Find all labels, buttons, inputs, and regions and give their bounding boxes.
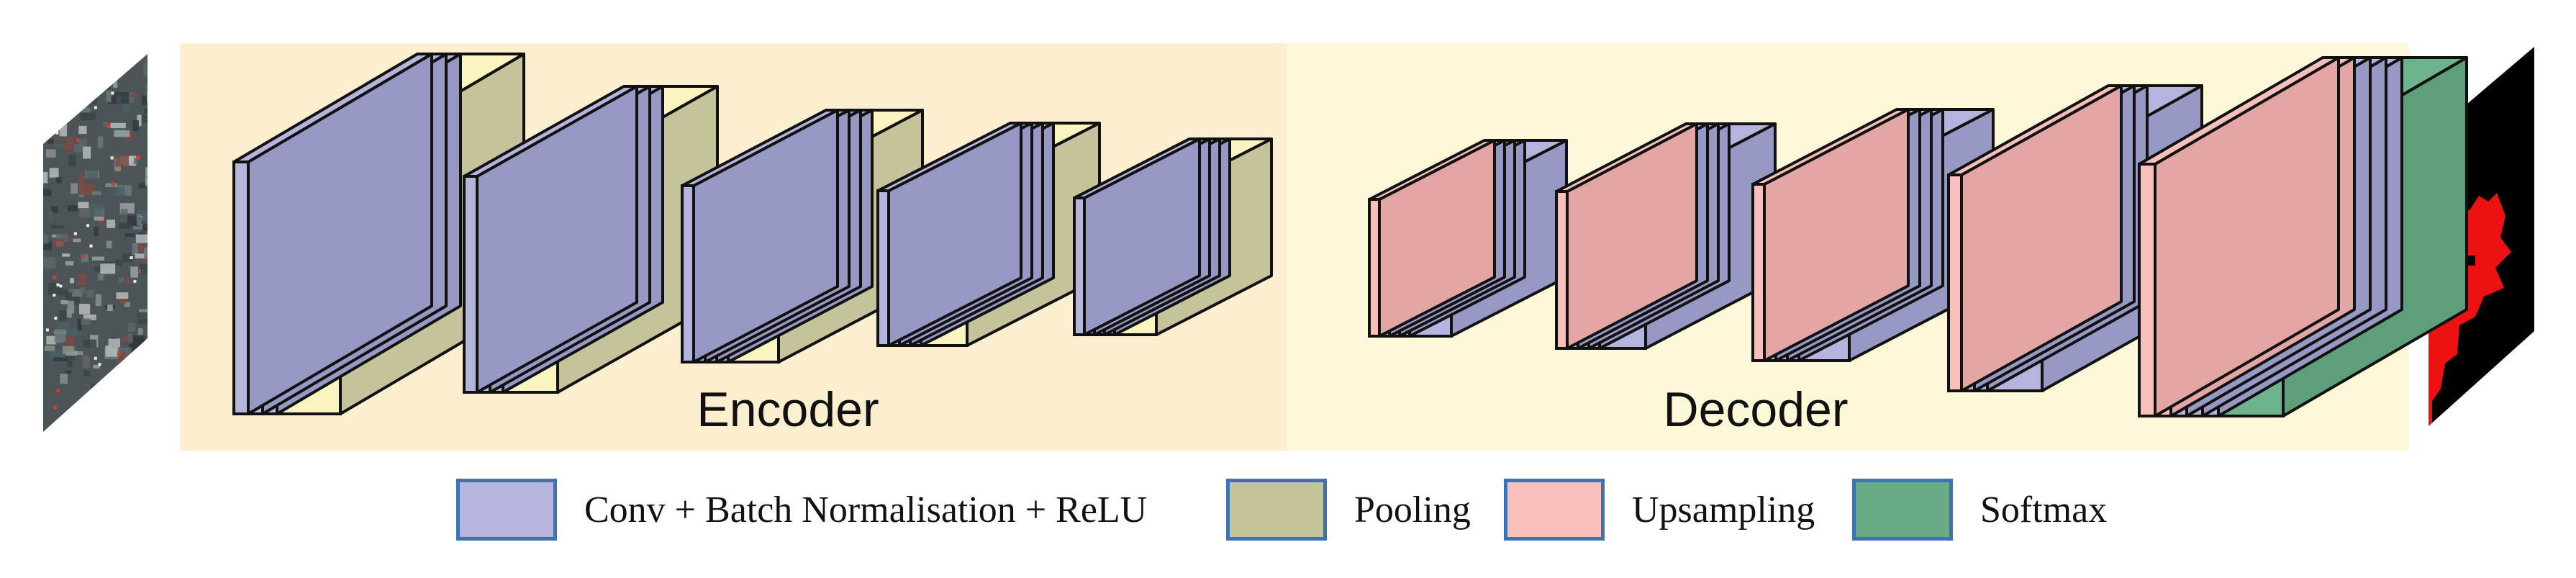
encoder-block-5 bbox=[1073, 137, 1273, 336]
legend-swatch-pooling bbox=[1226, 479, 1327, 541]
decoder-block-1 bbox=[1368, 139, 1568, 338]
encoder-block-1 bbox=[232, 53, 525, 415]
satellite-image-icon bbox=[43, 54, 148, 432]
decoder-block-3-layer-1-up bbox=[1751, 183, 1766, 362]
encoder-block-1-layer-1-conv bbox=[232, 161, 250, 415]
legend-item-upsampling: Upsampling bbox=[1504, 474, 1815, 546]
encoder-block-2 bbox=[463, 85, 719, 394]
legend-item-softmax: Softmax bbox=[1852, 474, 2107, 546]
encoder-block-5-layer-1-conv bbox=[1073, 197, 1086, 336]
legend-item-conv: Conv + Batch Normalisation + ReLU bbox=[456, 474, 1147, 546]
encoder-block-4 bbox=[876, 122, 1101, 347]
decoder-block-2-layer-1-up bbox=[1555, 190, 1569, 350]
encoder-block-3-layer-1-conv bbox=[681, 184, 695, 363]
legend-label-upsampling: Upsampling bbox=[1632, 489, 1815, 530]
decoder-block-2 bbox=[1555, 122, 1777, 350]
legend-label-conv: Conv + Batch Normalisation + ReLU bbox=[584, 489, 1148, 530]
encoder-label: Encoder bbox=[697, 382, 879, 437]
decoder-label: Decoder bbox=[1663, 382, 1849, 437]
legend-swatch-upsampling bbox=[1504, 479, 1605, 541]
decoder-block-1-layer-1-up bbox=[1368, 198, 1381, 338]
decoder-block-4-layer-1-up bbox=[1947, 173, 1963, 392]
decoder-block-5 bbox=[2138, 56, 2468, 417]
legend-item-pooling: Pooling bbox=[1226, 474, 1471, 546]
decoder-block-5-layer-1-up bbox=[2138, 163, 2157, 417]
legend-swatch-softmax bbox=[1852, 479, 1953, 541]
encoder-block-2-layer-1-conv bbox=[463, 175, 479, 394]
legend-swatch-conv bbox=[456, 479, 557, 541]
legend-label-pooling: Pooling bbox=[1354, 489, 1471, 530]
legend: Conv + Batch Normalisation + ReLU Poolin… bbox=[0, 474, 2576, 553]
encoder-block-4-layer-1-conv bbox=[876, 189, 890, 347]
legend-label-softmax: Softmax bbox=[1980, 489, 2108, 530]
encoder-block-3 bbox=[681, 109, 924, 363]
